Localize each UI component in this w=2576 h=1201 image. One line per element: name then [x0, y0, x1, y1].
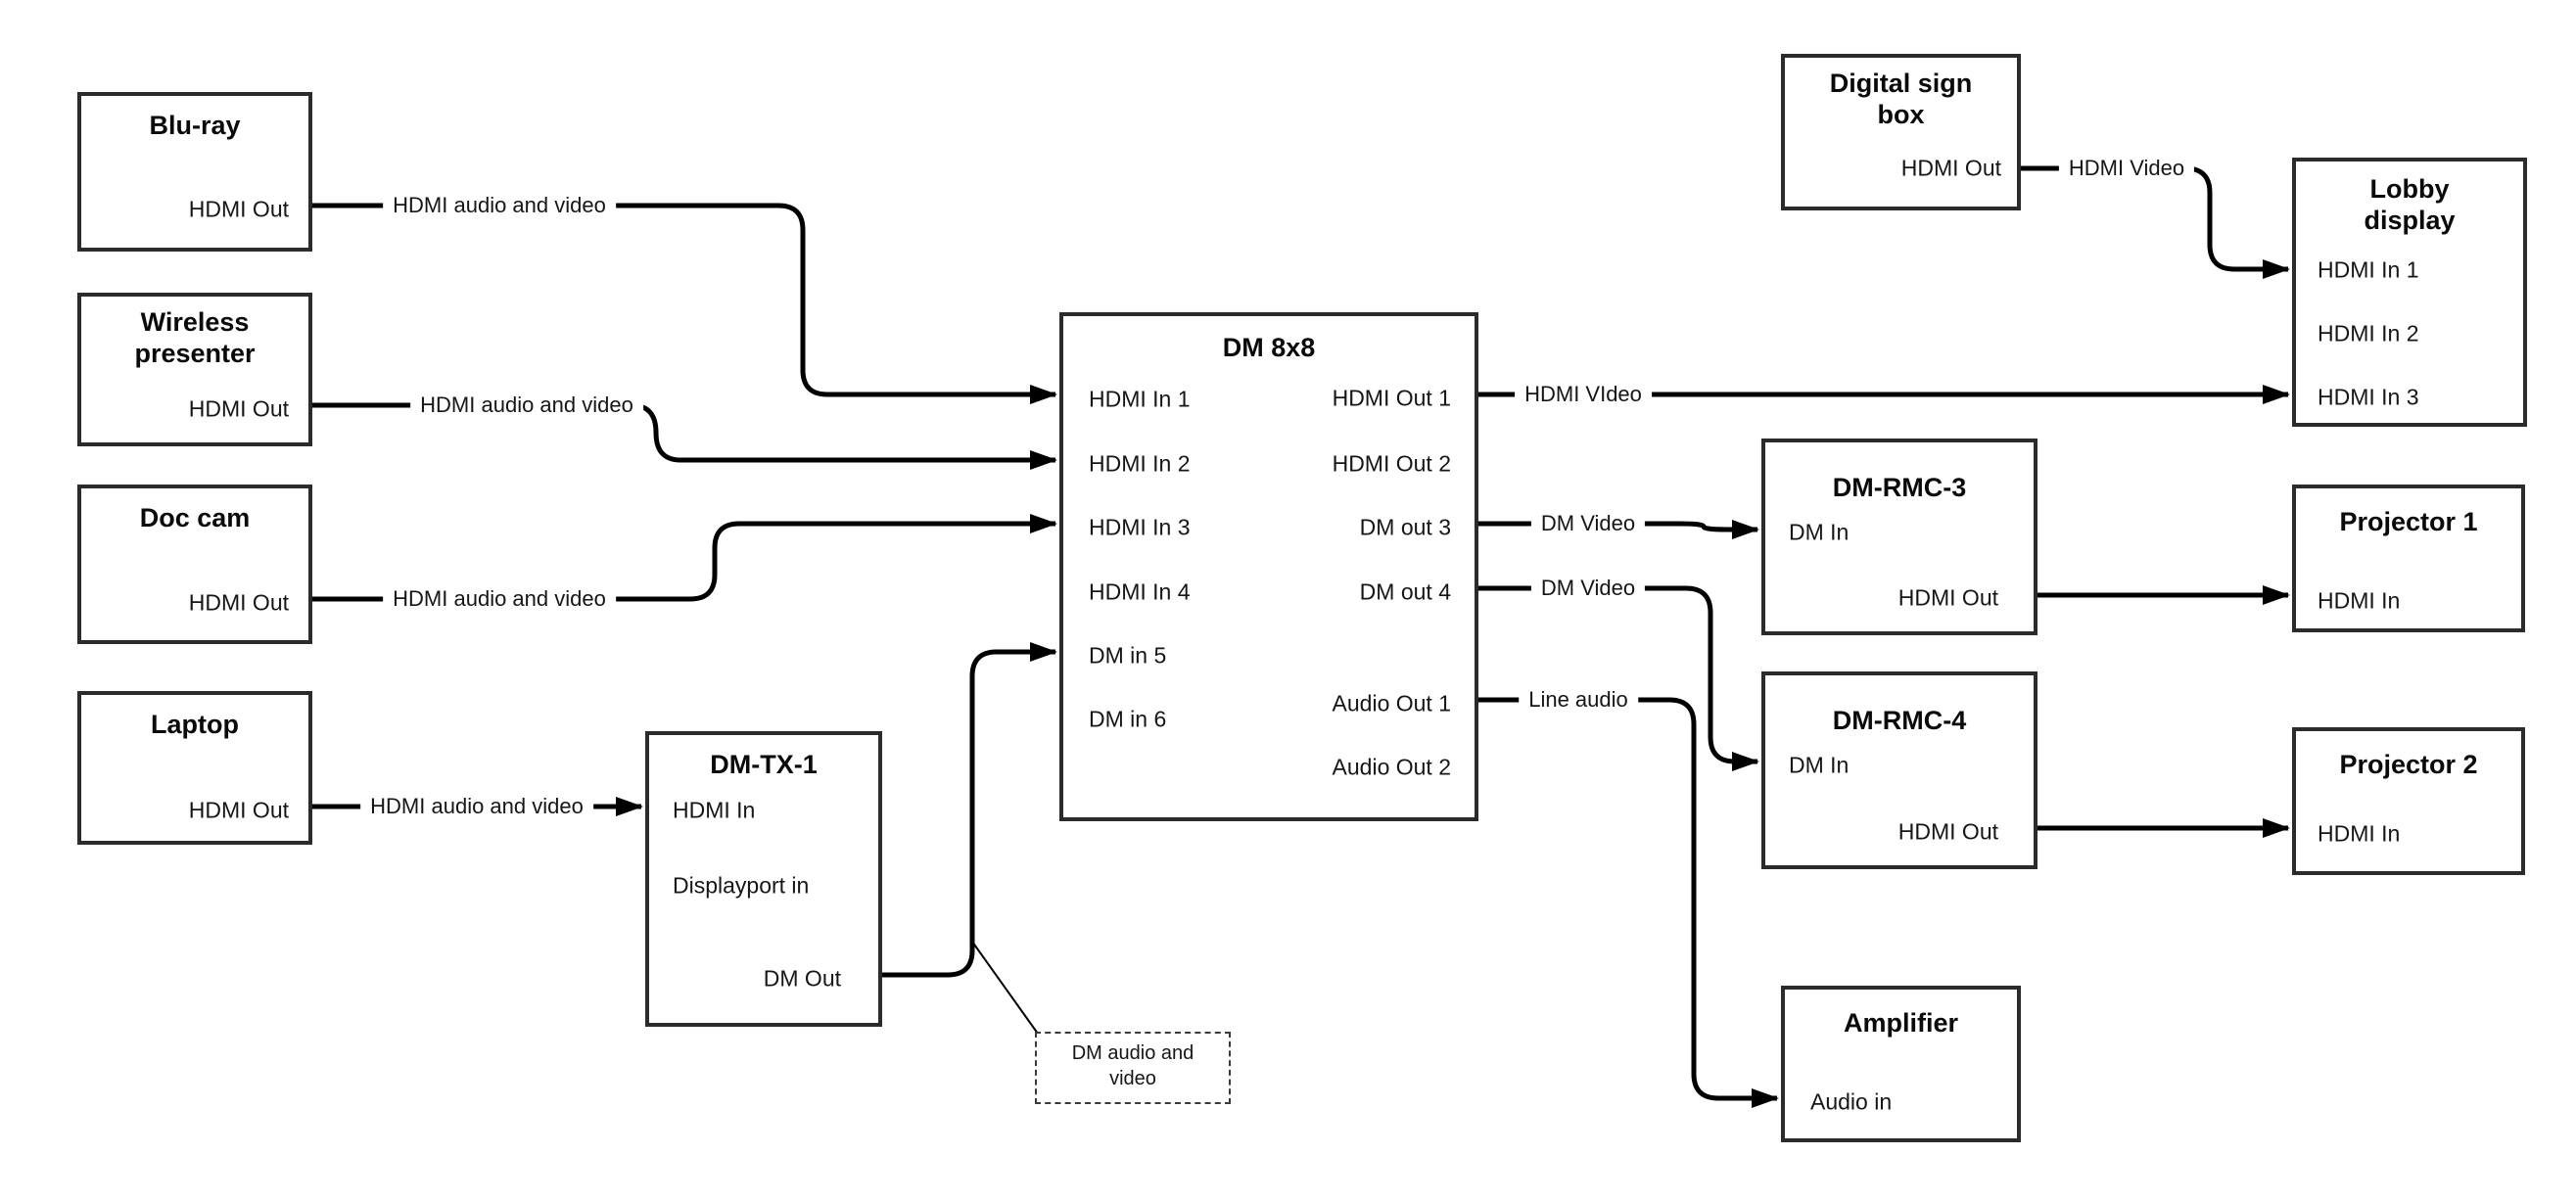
- port-hdmi-out: HDMI Out: [188, 797, 289, 823]
- node-title: DM 8x8: [1222, 333, 1316, 362]
- port-hdmi-in-1: HDMI In 1: [1089, 386, 1191, 412]
- node-dm-tx-1: DM-TX-1 HDMI In Displayport in DM Out: [645, 731, 882, 1027]
- connector-bluray-to-dm8x8-in1: [312, 203, 1057, 404]
- port-displayport-in: Displayport in: [673, 872, 810, 899]
- node-title: Projector 2: [2339, 750, 2478, 779]
- port-hdmi-out: HDMI Out: [188, 589, 289, 616]
- connector-dm8x8-out3-to-rmc3: [1478, 520, 1759, 539]
- port-hdmi-out-2: HDMI Out 2: [1332, 450, 1451, 477]
- node-dm-8x8: DM 8x8 HDMI In 1 HDMI In 2 HDMI In 3 HDM…: [1059, 312, 1478, 821]
- node-title: Blu-ray: [149, 111, 241, 140]
- node-lobby-display: Lobby display HDMI In 1 HDMI In 2 HDMI I…: [2292, 158, 2527, 427]
- note-leader-line: [971, 941, 1039, 1035]
- port-hdmi-in: HDMI In: [2318, 820, 2401, 847]
- node-digital-sign-box: Digital sign box HDMI Out: [1781, 54, 2021, 210]
- connector-dmtx1-to-dm8x8-in5: [882, 642, 1057, 978]
- node-wireless-presenter: Wireless presenter HDMI Out: [77, 293, 312, 446]
- edge-label-hdmi-video: HDMI Video: [2058, 155, 2195, 182]
- connector-digitalsign-to-lobby-in1: [2021, 165, 2290, 279]
- port-dm-in-6: DM in 6: [1089, 706, 1167, 732]
- node-title: DM-TX-1: [710, 750, 818, 779]
- edge-label-hdmi-audio-video-2: HDMI audio and video: [410, 392, 643, 419]
- port-hdmi-in-1: HDMI In 1: [2318, 256, 2419, 283]
- node-title: DM-RMC-3: [1832, 473, 1967, 502]
- port-hdmi-out: HDMI Out: [1897, 818, 1998, 845]
- edge-label-line-audio: Line audio: [1519, 686, 1638, 714]
- port-hdmi-out: HDMI Out: [188, 395, 289, 422]
- node-dm-rmc-3: DM-RMC-3 DM In HDMI Out: [1761, 439, 2037, 635]
- node-title: Wireless presenter: [134, 307, 256, 368]
- node-amplifier: Amplifier Audio in: [1781, 986, 2021, 1142]
- port-dm-in: DM In: [1789, 519, 1850, 545]
- connector-dm8x8-aout1-to-amplifier: [1478, 697, 1779, 1108]
- port-dm-out-3: DM out 3: [1359, 514, 1451, 540]
- node-title: Amplifier: [1843, 1008, 1959, 1038]
- edge-label-hdmi-audio-video-1: HDMI audio and video: [383, 192, 616, 219]
- node-doc-cam: Doc cam HDMI Out: [77, 485, 312, 644]
- node-title: Digital sign box: [1829, 69, 1973, 129]
- node-title: Lobby display: [2364, 174, 2456, 235]
- port-dm-in-5: DM in 5: [1089, 642, 1167, 669]
- port-hdmi-in-3: HDMI In 3: [2318, 384, 2419, 410]
- node-title: DM-RMC-4: [1832, 706, 1967, 735]
- node-bluray: Blu-ray HDMI Out: [77, 92, 312, 252]
- node-projector-2: Projector 2 HDMI In: [2292, 727, 2525, 875]
- port-audio-out-2: Audio Out 2: [1332, 754, 1451, 780]
- node-title: Laptop: [151, 710, 239, 739]
- edge-label-dm-video-1: DM Video: [1530, 510, 1646, 537]
- node-projector-1: Projector 1 HDMI In: [2292, 485, 2525, 632]
- port-hdmi-in-3: HDMI In 3: [1089, 514, 1191, 540]
- connector-dm8x8-out4-to-rmc4: [1478, 585, 1759, 771]
- port-hdmi-out: HDMI Out: [1900, 155, 2001, 181]
- port-hdmi-out: HDMI Out: [188, 196, 289, 222]
- port-hdmi-in-2: HDMI In 2: [2318, 320, 2419, 346]
- edge-label-hdmi-video-main: HDMI VIdeo: [1515, 381, 1652, 408]
- port-dm-out-4: DM out 4: [1359, 578, 1451, 605]
- node-dm-rmc-4: DM-RMC-4 DM In HDMI Out: [1761, 671, 2037, 869]
- node-title: Projector 1: [2339, 507, 2478, 536]
- edge-label-hdmi-audio-video-4: HDMI audio and video: [360, 793, 593, 820]
- port-hdmi-in-4: HDMI In 4: [1089, 578, 1191, 605]
- port-hdmi-out: HDMI Out: [1897, 584, 1998, 611]
- note-dm-audio-video: DM audio and video: [1035, 1032, 1231, 1104]
- connector-doccam-to-dm8x8-in3: [312, 514, 1057, 602]
- port-hdmi-in: HDMI In: [2318, 587, 2401, 614]
- node-laptop: Laptop HDMI Out: [77, 691, 312, 845]
- port-audio-in: Audio in: [1810, 1088, 1893, 1115]
- port-dm-in: DM In: [1789, 752, 1850, 778]
- port-hdmi-in: HDMI In: [673, 797, 756, 823]
- port-hdmi-out-1: HDMI Out 1: [1332, 385, 1451, 411]
- edge-label-dm-video-2: DM Video: [1530, 575, 1646, 602]
- port-audio-out-1: Audio Out 1: [1332, 690, 1451, 716]
- edge-label-hdmi-audio-video-3: HDMI audio and video: [383, 585, 616, 613]
- node-title: Doc cam: [139, 503, 251, 532]
- port-dm-out: DM Out: [763, 965, 841, 992]
- port-hdmi-in-2: HDMI In 2: [1089, 450, 1191, 477]
